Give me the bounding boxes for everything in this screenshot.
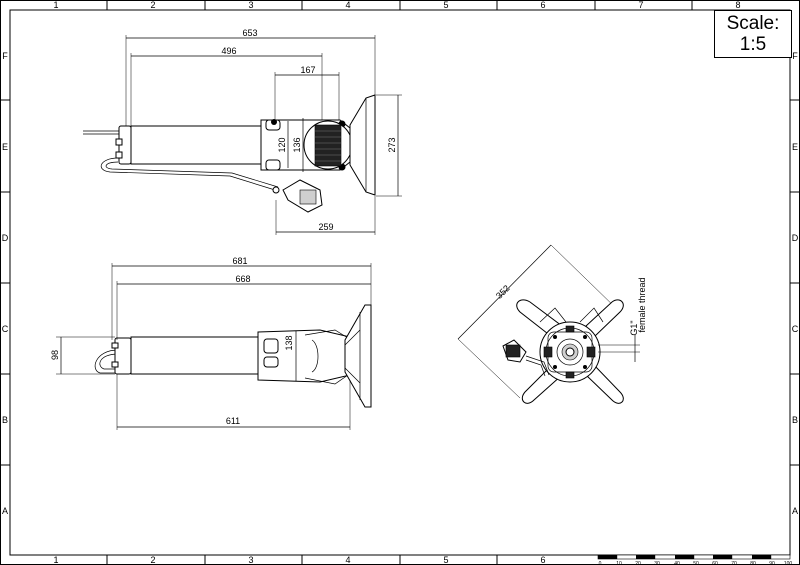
scale-bar-tick: 80 [750, 561, 756, 565]
dim-label: 136 [292, 137, 302, 152]
end-view: 352 G1" female thread [457, 244, 647, 404]
row-label: F [792, 51, 798, 61]
blade [516, 299, 563, 338]
scale-value: 1:5 [739, 34, 767, 55]
pump-head [257, 329, 351, 383]
row-label: C [792, 324, 799, 334]
col-label: 2 [150, 555, 155, 565]
col-label: 4 [345, 555, 350, 565]
col-label: 6 [540, 0, 545, 10]
top-view: 653 496 167 120 136 273 259 [83, 28, 402, 235]
flange [344, 304, 372, 408]
row-label: A [2, 506, 8, 516]
row-label: F [2, 51, 8, 61]
scale-bar-tick: 0 [599, 561, 602, 565]
dim-label: 653 [242, 28, 257, 38]
col-label: 5 [443, 555, 448, 565]
drawing-border [9, 9, 791, 556]
side-view: 681 668 98 138 611 [50, 256, 372, 430]
dim-label: 167 [300, 65, 315, 75]
column-labels-top: 1 2 3 4 5 6 7 8 [53, 0, 740, 10]
dim-label: 496 [221, 46, 236, 56]
scale-bar-tick: 100 [784, 561, 793, 565]
row-labels-left: F E D C B A [2, 51, 9, 516]
scale-bar-tick: 20 [635, 561, 641, 565]
scale-bar-tick: 30 [654, 561, 660, 565]
dim-label: 668 [235, 274, 250, 284]
cable [100, 157, 276, 191]
row-label: E [2, 142, 8, 152]
column-labels-bottom: 1 2 3 4 5 6 [53, 555, 545, 565]
row-label: B [2, 415, 8, 425]
row-label: E [792, 142, 798, 152]
row-label: D [2, 233, 9, 243]
col-label: 4 [345, 0, 350, 10]
blade [585, 299, 624, 338]
col-label: 6 [540, 555, 545, 565]
row-label: B [792, 415, 798, 425]
row-label: A [792, 506, 798, 516]
row-labels-right: F E D C B A [792, 51, 799, 516]
column-ticks [106, 0, 693, 565]
col-label: 3 [248, 555, 253, 565]
dim-label: 120 [277, 137, 287, 152]
motor-body [130, 125, 262, 165]
cable [94, 349, 119, 374]
row-label: D [792, 233, 799, 243]
scale-title: Scale: [726, 13, 780, 34]
col-label: 3 [248, 0, 253, 10]
scale-bar-tick: 60 [712, 561, 718, 565]
scale-bar-tick: 50 [693, 561, 699, 565]
row-label: C [2, 324, 9, 334]
scale-bar-tick: 90 [769, 561, 775, 565]
col-label: 5 [443, 0, 448, 10]
col-label: 1 [53, 555, 58, 565]
col-label: 7 [638, 0, 643, 10]
thread-note-label: female thread [637, 277, 647, 332]
cable [525, 355, 550, 376]
scale-bar: 0 10 20 30 40 50 60 70 80 90 100 [597, 554, 793, 565]
dim-label: 273 [387, 137, 397, 152]
dim-label: 681 [232, 256, 247, 266]
blade [585, 364, 624, 404]
dim-label: 259 [318, 222, 333, 232]
scale-bar-tick: 10 [616, 561, 622, 565]
dim-label: 98 [50, 350, 60, 360]
row-ticks [0, 99, 800, 466]
flange [349, 94, 376, 196]
dim-label: 352 [494, 283, 512, 301]
thread-size-label: G1" [629, 320, 639, 335]
col-label: 1 [53, 0, 58, 10]
col-label: 2 [150, 0, 155, 10]
scale-bar-tick: 70 [731, 561, 737, 565]
dim-label: 138 [284, 335, 294, 350]
col-label: 8 [735, 0, 740, 10]
dim-label: 611 [226, 416, 240, 426]
motor-body [130, 336, 259, 375]
scale-box: Scale: 1:5 [714, 10, 792, 58]
scale-bar-tick: 40 [674, 561, 680, 565]
